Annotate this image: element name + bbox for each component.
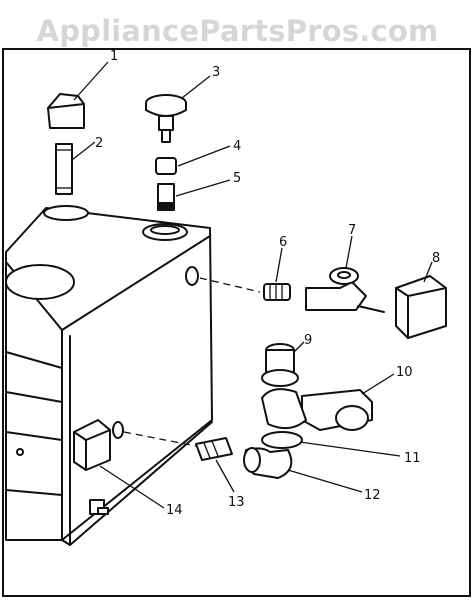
part-5-nipple: [157, 183, 175, 211]
callout-1: 1: [110, 49, 118, 64]
leader-lines: [71, 61, 433, 509]
callout-9: 9: [304, 333, 312, 348]
callout-13: 13: [228, 495, 245, 510]
callout-5: 5: [233, 171, 241, 186]
part-2-nipple: [55, 143, 73, 195]
part-8-control: [395, 275, 447, 339]
guide-line: [123, 431, 197, 447]
part-11-flange: [261, 431, 303, 449]
part-13-nipple: [195, 437, 233, 461]
guide-line: [199, 277, 261, 293]
part-7-tee: [305, 267, 385, 313]
part-12-elbow: [243, 447, 293, 479]
callout-7: 7: [348, 223, 356, 238]
callout-8: 8: [432, 251, 440, 266]
part-10-pump: [261, 388, 373, 431]
callout-2: 2: [95, 136, 103, 151]
part-6-nipple: [263, 283, 291, 301]
callout-11: 11: [404, 451, 421, 466]
diagram-frame: [2, 48, 471, 597]
callout-3: 3: [212, 65, 220, 80]
callout-6: 6: [279, 235, 287, 250]
watermark: AppliancePartsPros.com: [36, 14, 439, 48]
part-14-box: [73, 419, 111, 471]
part-1-cap: [47, 93, 85, 129]
callout-4: 4: [233, 139, 241, 154]
part-3-knob: [145, 94, 187, 143]
callout-14: 14: [166, 503, 183, 518]
part-9-flange: [261, 343, 299, 387]
callout-10: 10: [396, 365, 413, 380]
part-4-bushing: [155, 157, 177, 175]
boiler-cabinet: [5, 205, 213, 546]
callout-12: 12: [364, 488, 381, 503]
